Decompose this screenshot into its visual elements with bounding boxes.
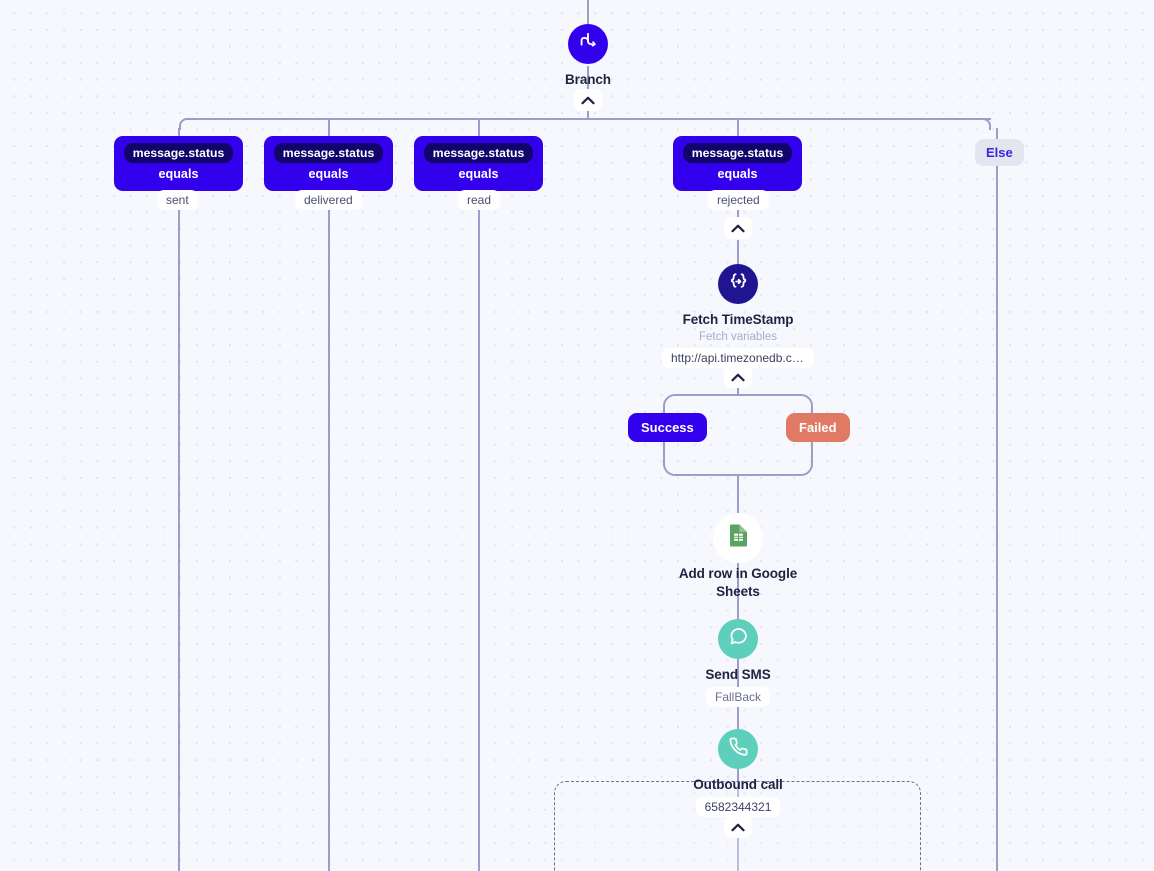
- phone-icon: [728, 736, 749, 762]
- node-send-sms-badge: FallBack: [705, 687, 770, 707]
- connector-branch-trunk-top: [587, 0, 589, 24]
- node-fetch-timestamp[interactable]: Fetch TimeStamp Fetch variables http://a…: [658, 264, 818, 373]
- connector-toggle-to-sfrect: [737, 387, 739, 395]
- node-outbound-call-number: 6582344321: [695, 797, 781, 817]
- outcome-badge-success[interactable]: Success: [628, 413, 707, 442]
- condition-value-rejected: rejected: [708, 190, 769, 210]
- chevron-up-icon: [581, 96, 595, 104]
- branch-collapse-toggle[interactable]: [574, 89, 602, 111]
- condition-operator: equals: [308, 167, 349, 181]
- node-outbound-call[interactable]: Outbound call 6582344321: [658, 729, 818, 817]
- connector-rail-rejected: [737, 210, 739, 221]
- condition-key: message.status: [423, 143, 534, 163]
- node-branch[interactable]: Branch: [508, 24, 668, 89]
- connector-corner-right: [979, 118, 991, 130]
- node-fetch-timestamp-subtitle: Fetch variables: [699, 331, 777, 343]
- condition-value-delivered: delivered: [295, 190, 362, 210]
- fetch-timestamp-icon-circle: [718, 264, 758, 304]
- outcome-badge-failed[interactable]: Failed: [786, 413, 850, 442]
- send-sms-icon-circle: [718, 619, 758, 659]
- connector-outbound-to-toggle: [737, 768, 739, 812]
- connector-rail-delivered: [328, 210, 330, 871]
- code-braces-arrow-icon: [727, 270, 750, 298]
- node-google-sheets[interactable]: Add row in Google Sheets: [658, 518, 818, 601]
- connector-rail-sent: [178, 210, 180, 871]
- condition-key: message.status: [273, 143, 384, 163]
- condition-key: message.status: [682, 143, 793, 163]
- condition-badge-delivered[interactable]: message.status equals: [264, 136, 393, 191]
- connector-toggle-to-split: [587, 110, 589, 119]
- connector-branch-split-bar: [185, 118, 991, 120]
- connector-sfrect-to-sheets: [737, 474, 739, 520]
- node-fetch-timestamp-title: Fetch TimeStamp: [682, 312, 794, 327]
- node-fetch-timestamp-url: http://api.timezonedb.co…: [662, 348, 814, 368]
- node-send-sms-title: Send SMS: [705, 667, 771, 682]
- condition-badge-rejected[interactable]: message.status equals: [673, 136, 802, 191]
- rejected-collapse-toggle[interactable]: [724, 217, 752, 239]
- connector-drop-3: [478, 120, 480, 136]
- chat-bubble-icon: [728, 626, 749, 652]
- condition-key: message.status: [123, 143, 234, 163]
- condition-operator: equals: [458, 167, 499, 181]
- branch-icon-circle: [568, 24, 608, 64]
- connector-corner-left: [179, 118, 191, 130]
- google-sheets-icon-circle: [718, 518, 758, 558]
- branch-fork-icon: [577, 31, 599, 58]
- condition-badge-read[interactable]: message.status equals: [414, 136, 543, 191]
- fetch-timestamp-collapse-toggle[interactable]: [724, 366, 752, 388]
- connector-outbound-tail: [737, 838, 739, 871]
- node-google-sheets-title: Add row in Google Sheets: [678, 566, 798, 599]
- node-send-sms[interactable]: Send SMS FallBack: [658, 619, 818, 707]
- outbound-call-collapse-toggle[interactable]: [724, 816, 752, 838]
- condition-badge-sent[interactable]: message.status equals: [114, 136, 243, 191]
- condition-operator: equals: [717, 167, 758, 181]
- condition-operator: equals: [158, 167, 199, 181]
- google-sheets-icon: [729, 524, 748, 552]
- connector-drop-4: [737, 120, 739, 136]
- chevron-up-icon: [731, 373, 745, 381]
- node-branch-title: Branch: [565, 72, 611, 87]
- node-outbound-call-title: Outbound call: [693, 777, 783, 792]
- connector-sheets-to-sms: [737, 548, 739, 624]
- connector-branch-to-toggle: [587, 66, 589, 91]
- condition-value-sent: sent: [157, 190, 198, 210]
- connector-rail-read: [478, 210, 480, 871]
- connector-drop-2: [328, 120, 330, 136]
- outbound-call-icon-circle: [718, 729, 758, 769]
- chevron-up-icon: [731, 224, 745, 232]
- connector-rail-else: [996, 171, 998, 871]
- condition-value-read: read: [458, 190, 501, 210]
- connector-drop-1: [178, 128, 180, 136]
- condition-badge-else[interactable]: Else: [975, 139, 1024, 166]
- chevron-up-icon: [731, 823, 745, 831]
- connector-rejected-to-fetch: [737, 240, 739, 264]
